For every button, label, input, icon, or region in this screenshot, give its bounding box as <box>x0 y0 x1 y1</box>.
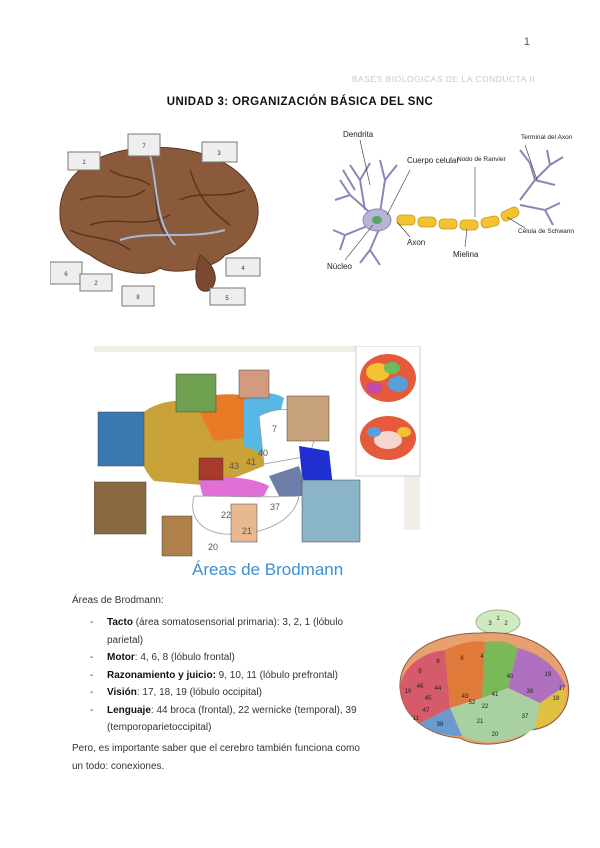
brain-label-8: 8 <box>136 295 140 301</box>
brodmann-right-num-45: 45 <box>425 696 432 702</box>
list-item: -Tacto (área somatosensorial primaria): … <box>90 617 344 646</box>
brodmann-collage: 7 40 43 41 22 37 20 21 <box>94 346 421 557</box>
brodmann-num-40: 40 <box>258 448 268 458</box>
brodmann-right-num-4: 4 <box>480 654 484 660</box>
brodmann-right-num-37: 37 <box>522 714 529 720</box>
brodmann-right-num-52: 52 <box>469 700 476 706</box>
brodmann-right-num-1: 1 <box>496 616 500 622</box>
brodmann-right-num-21: 21 <box>477 719 484 725</box>
brodmann-caption: Áreas de Brodmann <box>192 560 344 579</box>
brodmann-right-num-47: 47 <box>423 708 430 714</box>
photo-hand <box>238 369 270 399</box>
neuron-label-axon: Axon <box>407 238 425 247</box>
brain-label-1: 1 <box>82 160 86 166</box>
photo-eye <box>301 479 361 543</box>
brodmann-right-num-2: 2 <box>504 621 508 627</box>
brain-label-6: 6 <box>64 272 68 278</box>
brain-label-2: 2 <box>94 281 98 287</box>
neuron-label-terminal-axon: Terminal del Axon <box>521 134 573 141</box>
brodmann-right-num-40: 40 <box>507 674 514 680</box>
brodmann-right-num-3: 3 <box>488 621 492 627</box>
neuron-label-cuerpo-celular: Cuerpo celular <box>407 156 459 165</box>
brodmann-right-num-6: 6 <box>460 656 464 662</box>
brodmann-areas-list: -Tacto (área somatosensorial primaria): … <box>72 614 372 737</box>
neuron-label-dendrita: Dendrita <box>343 130 374 139</box>
brodmann-brain-diagram: 3 1 2 4 6 8 9 10 44 45 46 22 21 47 11 38… <box>399 609 570 745</box>
neuron-label-celula-schwann: Célula de Schwann <box>518 228 574 235</box>
brain-label-5: 5 <box>225 296 229 302</box>
list-item: -Lenguaje: 44 broca (frontal), 22 wernic… <box>90 704 357 734</box>
photo-pen-hand <box>286 395 330 442</box>
brodmann-right-num-38: 38 <box>437 722 444 728</box>
colored-brain-thumb-medial <box>360 416 416 460</box>
neuron-label-nodo-ranvier: Nodo de Ranvier <box>457 156 507 163</box>
brodmann-right-num-10: 10 <box>405 689 412 695</box>
brodmann-right-num-39: 39 <box>527 689 534 695</box>
brodmann-right-num-11: 11 <box>413 716 420 722</box>
photo-ear <box>230 503 258 543</box>
page-number: 1 <box>523 36 530 48</box>
photo-scream <box>161 515 193 557</box>
brodmann-right-num-20: 20 <box>492 732 499 738</box>
brodmann-right-num-43: 43 <box>462 694 469 700</box>
brain-label-3: 3 <box>217 151 221 157</box>
photo-face <box>97 411 145 467</box>
brodmann-right-num-18: 18 <box>553 696 560 702</box>
brodmann-list-title: Áreas de Brodmann: <box>72 595 164 606</box>
brodmann-num-22: 22 <box>221 510 231 520</box>
brodmann-right-num-22: 22 <box>482 704 489 710</box>
brodmann-num-41: 41 <box>246 457 256 467</box>
brodmann-right-num-46: 46 <box>417 684 424 690</box>
neuron-label-mielina: Mielina <box>453 250 479 259</box>
neuron-diagram: Dendrita Cuerpo celular Nodo de Ranvier … <box>327 130 574 271</box>
list-item: -Razonamiento y juicio: 9, 10, 11 (lóbul… <box>90 669 339 681</box>
neuron-label-nucleo: Núcleo <box>327 262 352 271</box>
brodmann-right-num-8: 8 <box>436 659 440 665</box>
conclusion-paragraph: Pero, es importante saber que el cerebro… <box>72 743 360 772</box>
brain-label-7: 7 <box>142 144 146 150</box>
list-item: -Motor: 4, 6, 8 (lóbulo frontal) <box>90 652 235 663</box>
brain-lateral-photo: 1 7 3 6 2 8 4 5 <box>50 133 261 307</box>
brodmann-right-num-9: 9 <box>418 669 422 675</box>
brain-label-4: 4 <box>241 266 245 272</box>
photo-mouth <box>198 457 224 481</box>
brodmann-right-num-41: 41 <box>492 692 499 698</box>
brodmann-num-43: 43 <box>229 461 239 471</box>
brodmann-num-7: 7 <box>272 424 277 434</box>
brodmann-num-20: 20 <box>208 542 218 552</box>
brodmann-right-num-19: 19 <box>545 672 552 678</box>
list-item: -Visión: 17, 18, 19 (lóbulo occipital) <box>90 687 262 698</box>
running-header: BASES BIOLOGICAS DE LA CONDUCTA II <box>351 74 535 84</box>
photo-athletes <box>175 373 217 413</box>
page-title: UNIDAD 3: ORGANIZACIÓN BÁSICA DEL SNC <box>166 96 434 108</box>
brodmann-num-37: 37 <box>270 502 280 512</box>
colored-brain-thumb-lateral <box>360 354 416 402</box>
brodmann-right-num-17: 17 <box>559 686 566 692</box>
brodmann-right-num-44: 44 <box>435 686 442 692</box>
photo-painting <box>94 481 147 535</box>
brodmann-num-21: 21 <box>242 526 252 536</box>
